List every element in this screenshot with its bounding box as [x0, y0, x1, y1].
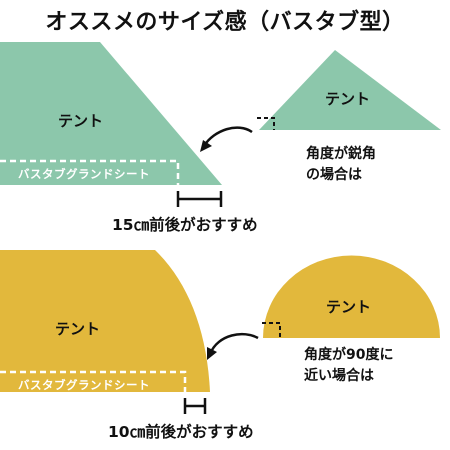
angle-note-top: 角度が鋭角 の場合は: [306, 144, 376, 186]
corner-marker-bottom: [262, 322, 281, 338]
measure-bar-bottom: [183, 398, 207, 414]
arrow-bottom: [208, 333, 259, 355]
tent-shape-bottom: [0, 250, 210, 392]
angle-note-line1: 角度が鋭角: [306, 146, 376, 162]
tent-shape-top: [0, 42, 222, 185]
tent-label-bottom: テント: [55, 320, 101, 338]
measure-bar-top: [176, 191, 223, 207]
recommendation-bottom: 10㎝前後がおすすめ: [108, 423, 254, 441]
side-tent-label-bottom: テント: [326, 298, 372, 316]
ground-sheet-label-bottom: バスタブグランドシート: [18, 378, 150, 392]
angle-note-line2: の場合は: [306, 167, 362, 183]
angle-note-bottom: 角度が90度に 近い場合は: [304, 345, 393, 387]
recommendation-top: 15㎝前後がおすすめ: [112, 216, 258, 234]
arrow-head-bottom: [207, 347, 217, 360]
ground-sheet-outline-top: [0, 159, 180, 185]
angle-note-line2: 近い場合は: [304, 368, 374, 384]
corner-marker-top: [257, 117, 275, 130]
side-tent-shape-bottom: [263, 255, 440, 338]
side-tent-shape-top: [259, 50, 441, 130]
side-tent-label-top: テント: [325, 90, 371, 108]
arrow-top: [202, 126, 253, 147]
arrow-head-top: [200, 140, 212, 152]
tent-label-top: テント: [58, 112, 104, 130]
angle-note-line1: 角度が90度に: [304, 347, 394, 363]
page-title: オススメのサイズ感（バスタブ型）: [45, 10, 405, 35]
ground-sheet-label-top: バスタブグランドシート: [18, 167, 150, 181]
ground-sheet-outline-bottom: [0, 370, 187, 392]
